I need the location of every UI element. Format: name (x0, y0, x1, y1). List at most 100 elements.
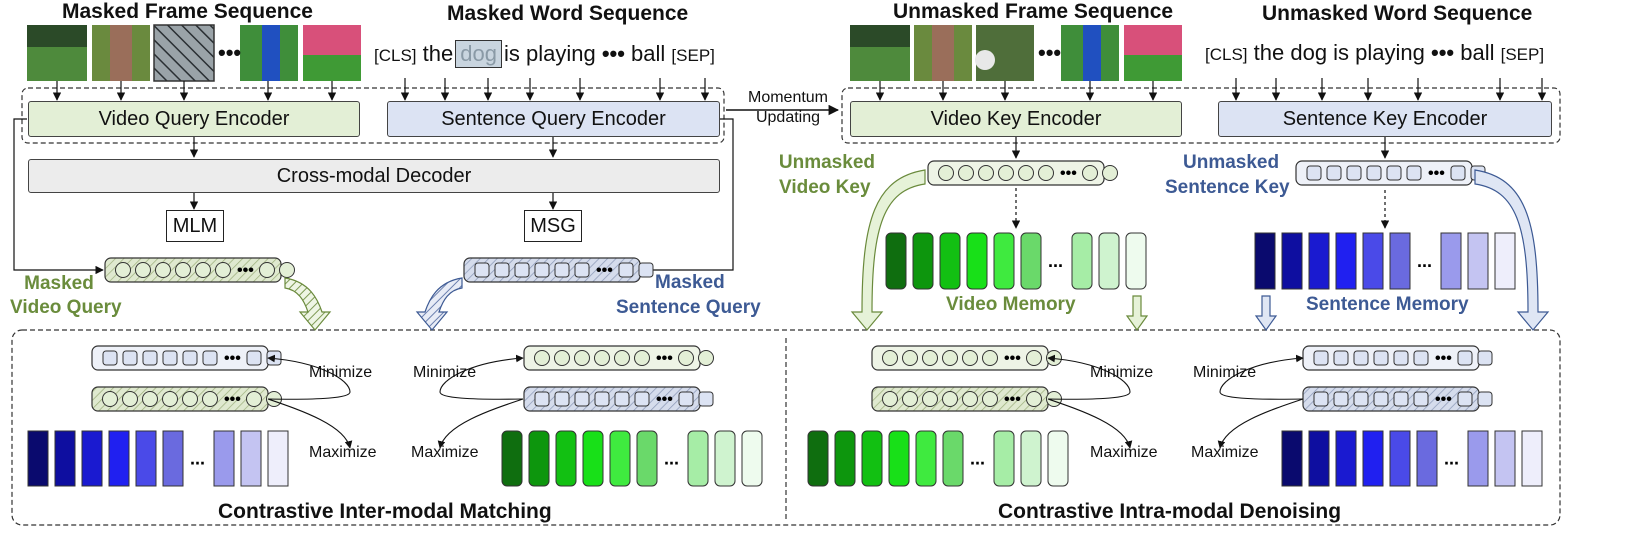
token-square (634, 391, 650, 407)
token-circle (122, 391, 138, 407)
video-key-tokens-intra: ••• (871, 345, 1062, 371)
token-circle (614, 350, 630, 366)
token-square (1413, 391, 1429, 407)
minimize-label-4: Minimize (1193, 364, 1257, 381)
token-square (1353, 391, 1369, 407)
token-square (574, 262, 590, 278)
unmasked-frame-seq-title: Unmasked Frame Sequence (893, 0, 1174, 23)
memory-slot (162, 430, 184, 487)
memory-slot (501, 430, 523, 487)
token-square (1450, 165, 1466, 181)
memory-ellipsis: ... (970, 449, 985, 469)
query-encoder-group (21, 87, 725, 144)
token-square (554, 391, 570, 407)
token-ellipsis: ••• (237, 262, 254, 279)
sentence-memory-label: Sentence Memory (1306, 294, 1469, 315)
memory-slot (1335, 430, 1357, 487)
memory-slot (1125, 232, 1147, 290)
token-ellipsis: ••• (1004, 350, 1021, 367)
token-circle (1102, 165, 1118, 181)
token-ellipsis: ••• (656, 350, 673, 367)
memory-slot (861, 430, 883, 487)
token-circle (534, 350, 550, 366)
token-circle (115, 262, 131, 278)
memory-slot (915, 430, 937, 487)
token-circle (982, 391, 998, 407)
token-square (494, 262, 510, 278)
token-circle (634, 350, 650, 366)
token-circle (938, 165, 954, 181)
token-circle (678, 350, 694, 366)
video-query-tokens-inter-frame (91, 386, 269, 412)
maximize-label-4: Maximize (1191, 444, 1259, 461)
memory-ellipsis: ... (1444, 449, 1459, 469)
token-circle (978, 165, 994, 181)
sentence-memory-bank: ... (1254, 232, 1516, 290)
memory-slot (1281, 232, 1303, 290)
token-square (1457, 391, 1473, 407)
label-line1: Masked (24, 273, 94, 294)
token-circle (202, 391, 218, 407)
memory-slot (741, 430, 763, 487)
sep-token: [SEP] (1500, 45, 1545, 64)
token-square (698, 391, 714, 407)
memory-slot (1098, 232, 1120, 290)
token-square (554, 262, 570, 278)
sentence-query-tokens-inter-frame (523, 386, 701, 412)
memory-slot (687, 430, 709, 487)
video-key-tokens-inter-frame (523, 345, 701, 371)
token-square (102, 350, 118, 366)
masked-video-query-tokens-frame (104, 257, 282, 283)
memory-slot (1440, 232, 1462, 290)
memory-slot (27, 430, 49, 487)
video-memory-label: Video Memory (946, 294, 1076, 315)
unmasked-frames (850, 25, 1182, 81)
unmasked-sentence-key-label-2: Sentence Key (1165, 177, 1290, 198)
token-circle (594, 350, 610, 366)
token-ellipsis: ••• (224, 350, 241, 367)
masked-word-seq-title: Masked Word Sequence (447, 2, 689, 25)
msg-head: MSG (524, 210, 582, 242)
token-square (246, 350, 262, 366)
sentence-key-tokens-intra: ••• (1302, 345, 1493, 371)
token-circle (574, 350, 590, 366)
token-circle (942, 391, 958, 407)
token-square (142, 350, 158, 366)
token-ellipsis: ••• (1004, 391, 1021, 408)
token-ellipsis: ••• (596, 262, 613, 279)
memory-slot (1071, 232, 1093, 290)
token-square (1477, 350, 1493, 366)
memory-slot (1416, 430, 1438, 487)
token-square (1373, 350, 1389, 366)
token-ellipsis: ••• (1435, 391, 1452, 408)
memory-slot (1335, 232, 1357, 290)
unmasked-sentence-key-label: Unmasked (1183, 152, 1280, 173)
token-square (614, 391, 630, 407)
word-ellipsis: ••• (601, 41, 625, 66)
unmasked-frames-ellipsis: ••• (1038, 40, 1062, 65)
memory-slot (1308, 430, 1330, 487)
minimize-label-1: Minimize (309, 364, 373, 381)
token-square (514, 262, 530, 278)
unmasked-words-text: the dog is playing (1253, 40, 1425, 65)
memory-banks: .................. (27, 232, 1543, 487)
token-square (1386, 165, 1402, 181)
token-circle (962, 391, 978, 407)
mlm-head: MLM (166, 210, 224, 242)
masked-frame-seq-title: Masked Frame Sequence (62, 0, 313, 23)
word-ball: ball (631, 41, 666, 66)
memory-slot (1521, 430, 1543, 487)
token-circle (246, 391, 262, 407)
token-circle (1018, 165, 1034, 181)
memory-slot (1467, 232, 1489, 290)
memory-slot (135, 430, 157, 487)
token-square (1333, 391, 1349, 407)
token-circle (554, 350, 570, 366)
token-square (1333, 350, 1349, 366)
minimize-label-2: Minimize (413, 364, 477, 381)
masked-frames (27, 24, 361, 82)
token-square (678, 391, 694, 407)
token-square (534, 391, 550, 407)
decoder-arrows (189, 137, 1390, 210)
